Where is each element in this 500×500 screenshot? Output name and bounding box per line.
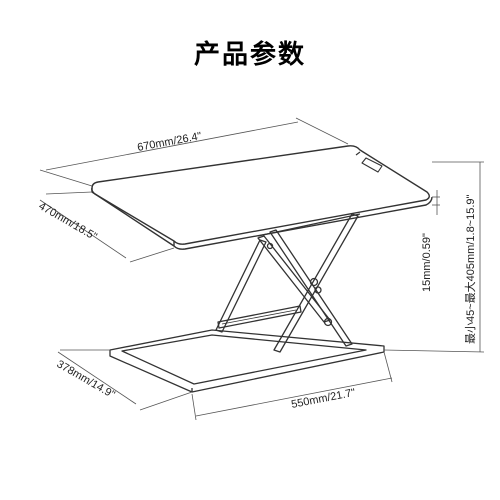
scissor-frame — [215, 213, 361, 353]
dim-top-depth-label: 470mm/18.5" — [37, 200, 99, 243]
dim-base-width — [191, 351, 393, 421]
pivot-bolt — [309, 277, 319, 287]
dim-base-depth — [57, 349, 193, 411]
dim-line — [57, 351, 137, 405]
desk-top — [91, 145, 433, 250]
dim-line — [45, 121, 299, 171]
base-outer — [109, 329, 385, 393]
pivot-bolt — [314, 286, 322, 294]
gas-spring — [217, 305, 302, 329]
device-slot — [361, 157, 383, 173]
scissor-arm-left-b — [215, 239, 267, 333]
desk-top-front-edge — [173, 196, 433, 250]
desk-top-surface — [91, 145, 430, 245]
dim-base-depth-label: 378mm/14.9" — [55, 358, 117, 401]
dim-top-width-label: 670mm/26.4" — [136, 130, 202, 154]
base-frame — [109, 329, 385, 393]
dim-top-depth — [39, 191, 175, 263]
scissor-arm-left-a — [257, 235, 331, 323]
dim-thickness-label: 15mm/0.59" — [421, 233, 433, 292]
dim-height — [383, 161, 485, 353]
dim-line — [195, 377, 393, 417]
pivot-bolt — [323, 317, 333, 327]
dim-thickness — [432, 190, 440, 215]
device-slot-groove — [355, 151, 361, 156]
top-rail — [257, 213, 361, 237]
scissor-arm-right-a — [273, 213, 359, 353]
gas-spring-inner — [221, 309, 297, 325]
base-inner — [121, 334, 367, 385]
dim-height-label: 最小45~最大405mm/1.8~15.9" — [463, 194, 477, 344]
dim-base-width-label: 550mm/21.7" — [290, 387, 356, 411]
page-title: 产品参数 — [193, 40, 306, 70]
dim-top-width — [39, 117, 349, 187]
pivot-bolt — [266, 242, 274, 250]
scissor-arm-right-b — [269, 229, 353, 347]
dim-line — [39, 199, 127, 259]
